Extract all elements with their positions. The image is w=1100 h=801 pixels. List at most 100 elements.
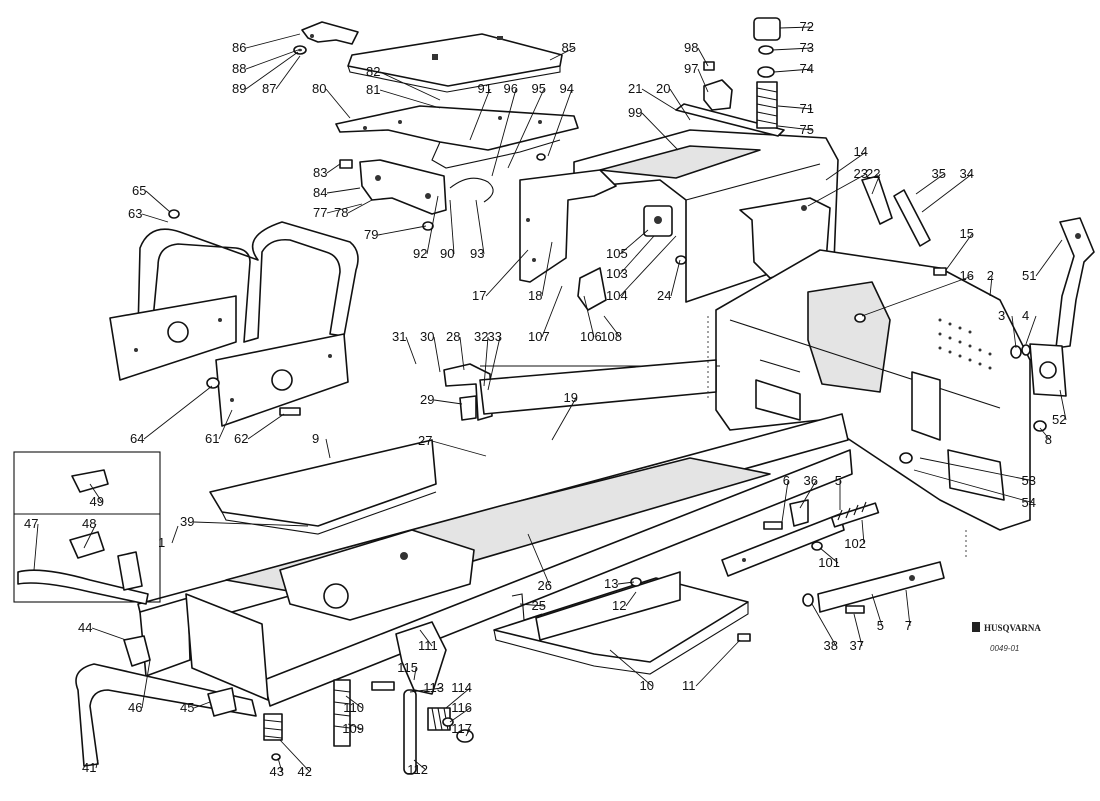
part-number-label: 45 (180, 700, 194, 715)
leader-5 (871, 593, 883, 627)
part-number-label: 73 (800, 40, 814, 55)
leader-52 (1059, 389, 1067, 421)
spring-102 (830, 501, 880, 528)
part-number-label: 103 (606, 266, 628, 281)
leader-19 (551, 397, 577, 441)
leader-83 (326, 163, 341, 174)
leader-34 (921, 173, 973, 213)
leader-85 (549, 47, 575, 61)
part-number-label: 86 (232, 40, 246, 55)
part-number-label: 79 (364, 227, 378, 242)
part-number-label: 43 (270, 764, 284, 779)
footrest-10 (493, 571, 749, 675)
part-number-label: 97 (684, 61, 698, 76)
bolt-62 (279, 407, 301, 416)
seat-spring-clip-90 (449, 177, 494, 203)
leader-95 (507, 88, 545, 169)
leader-30 (433, 336, 441, 373)
leader-106 (583, 295, 595, 338)
part-number-label: 84 (313, 185, 327, 200)
part-number-label: 13 (604, 576, 618, 591)
rear-support-111 (395, 621, 447, 695)
washer-38 (802, 593, 814, 607)
leader-22 (871, 173, 881, 195)
washers-88-89 (293, 45, 307, 55)
vent-grid (938, 318, 992, 370)
leader-21 (641, 88, 677, 111)
leader-116 (449, 707, 471, 723)
leader-14 (825, 151, 867, 181)
leader-4 (1025, 315, 1037, 345)
leader-38 (811, 603, 837, 647)
leader-62 (247, 413, 285, 440)
part-number-label: 96 (504, 81, 518, 96)
leader-80 (325, 88, 351, 119)
part-number-label: 104 (606, 288, 628, 303)
leader-72 (779, 26, 813, 29)
leader-15 (945, 233, 973, 271)
part-number-label: 89 (232, 81, 246, 96)
bolt-6 (763, 521, 783, 530)
part-number-label: 81 (366, 82, 380, 97)
seat-bracket-80 (335, 105, 579, 169)
part-number-label: 82 (366, 64, 380, 79)
part-number-label: 34 (960, 166, 974, 181)
leader-36 (799, 480, 817, 509)
leader-9 (325, 438, 331, 459)
leader-47 (33, 523, 39, 571)
bracket-17 (519, 169, 617, 283)
part-number-label: 29 (420, 392, 434, 407)
part-number-label: 72 (800, 19, 814, 34)
part-number-label: 115 (397, 660, 418, 675)
nut-79 (422, 221, 434, 231)
bracket-45 (207, 687, 237, 717)
leader-105 (619, 229, 649, 255)
leader-92 (426, 195, 439, 255)
part-number-label: 110 (343, 700, 364, 715)
leader-37 (853, 613, 863, 647)
hinge-105 (643, 205, 673, 237)
leader-73 (771, 47, 813, 51)
part-number-label: 102 (844, 536, 866, 551)
seat-latch-part-86 (301, 21, 359, 45)
part-number-label: 47 (24, 516, 38, 531)
leader-3 (1011, 315, 1017, 349)
rear-fender-plate-2 (715, 249, 1031, 531)
seat-adjust-rail-78 (359, 159, 447, 215)
part-number-label: 9 (312, 431, 319, 446)
leader-81 (379, 89, 441, 109)
leader-71 (777, 105, 813, 110)
leader-78 (347, 199, 373, 214)
part-number-label: 48 (82, 516, 96, 531)
part-number-label: 80 (312, 81, 326, 96)
spring-clip-34 (893, 189, 931, 247)
bolt-43 (271, 753, 281, 761)
part-number-label: 95 (532, 81, 546, 96)
part-number-label: 116 (451, 700, 472, 715)
leader-74 (773, 68, 813, 73)
leader-33 (487, 336, 501, 391)
part-number-label: 108 (600, 329, 622, 344)
leader-117 (465, 728, 471, 737)
leader-35 (915, 173, 945, 195)
part-number-label: 88 (232, 61, 246, 76)
clip-22 (861, 175, 893, 225)
part-number-label: 99 (628, 105, 642, 120)
leader-82 (379, 71, 441, 101)
leader-88 (245, 49, 299, 70)
leader-10 (609, 649, 653, 687)
part-number-label: 31 (392, 329, 406, 344)
leader-112 (413, 759, 427, 771)
part-number-label: 77 (313, 205, 327, 220)
part-number-label: 3 (998, 308, 1005, 323)
part-number-label: 15 (960, 226, 974, 241)
leader-lines (33, 26, 1067, 773)
leader-26 (527, 533, 551, 587)
leader-27 (431, 440, 487, 457)
leader-115 (413, 667, 417, 681)
part-number-label: 112 (407, 762, 428, 777)
leader-96 (491, 88, 517, 177)
center-plate-39 (279, 529, 475, 621)
part-number-label: 25 (532, 598, 546, 613)
part-number-label: 11 (682, 678, 696, 693)
